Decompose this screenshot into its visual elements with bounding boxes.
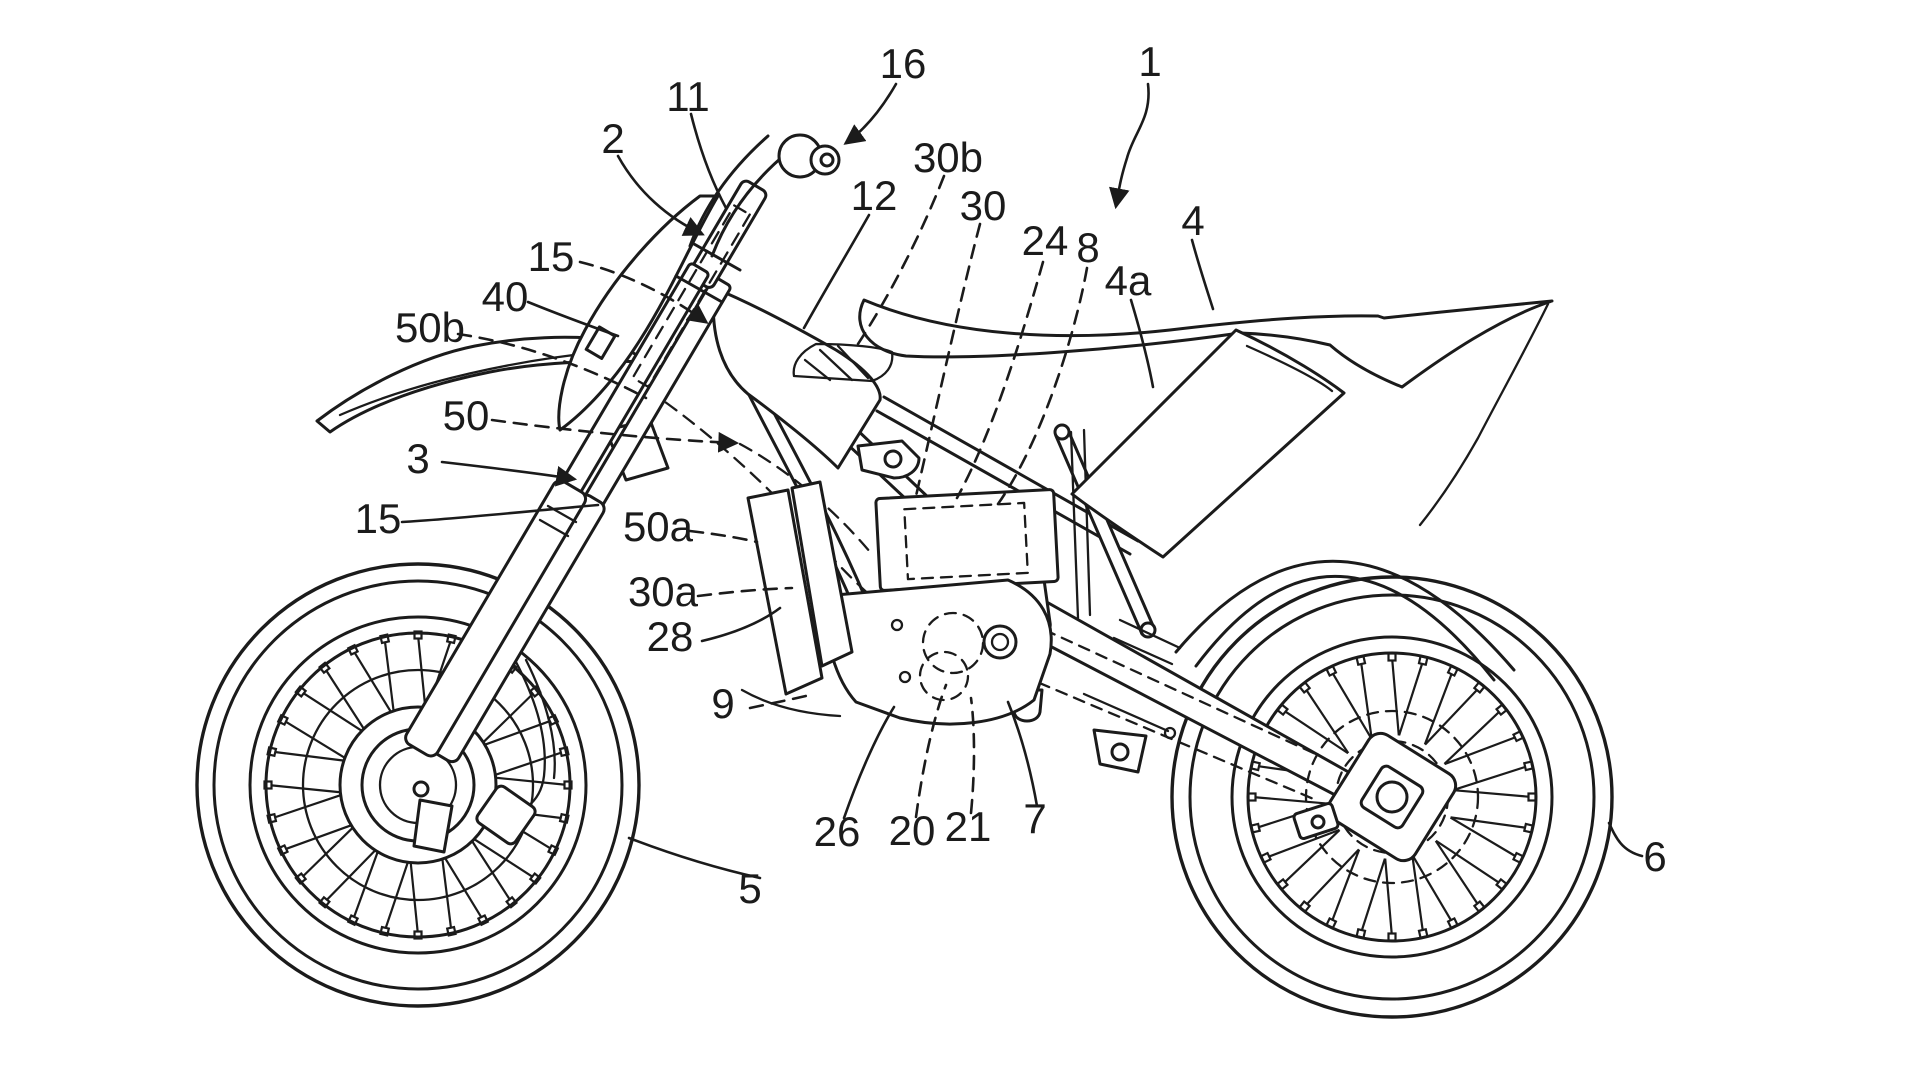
leader-5 bbox=[627, 836, 762, 880]
ref-label-11: 11 bbox=[666, 73, 710, 120]
ref-label-50a: 50a bbox=[623, 503, 694, 550]
leader-8 bbox=[996, 266, 1089, 506]
leader-28 bbox=[700, 606, 782, 643]
leader-12 bbox=[802, 213, 871, 330]
rear-fender bbox=[1174, 560, 1516, 682]
ref-label-28: 28 bbox=[647, 613, 694, 660]
ref-label-3: 3 bbox=[406, 435, 429, 482]
vent-slot bbox=[792, 342, 894, 383]
rear-hub bbox=[1292, 709, 1480, 885]
ref-label-30: 30 bbox=[960, 182, 1007, 229]
fork-slider-front bbox=[404, 479, 588, 758]
ref-label-30b: 30b bbox=[913, 134, 983, 181]
ref-label-4a: 4a bbox=[1105, 257, 1152, 304]
ref-label-8: 8 bbox=[1076, 224, 1099, 271]
ref-label-21: 21 bbox=[945, 803, 992, 850]
leader-9 bbox=[748, 692, 816, 710]
reference-labels: 16 1 11 2 30b 12 30 24 8 4a 4 15 40 50b … bbox=[355, 38, 1667, 912]
engine-guard bbox=[740, 480, 854, 718]
ref-label-50: 50 bbox=[443, 392, 490, 439]
seat bbox=[858, 298, 1554, 389]
leader-4a bbox=[1129, 298, 1155, 389]
leader-3 bbox=[440, 460, 578, 487]
ref-label-2: 2 bbox=[601, 115, 624, 162]
front-wheel bbox=[195, 562, 641, 1008]
leader-30b bbox=[856, 174, 946, 346]
ref-label-12: 12 bbox=[851, 172, 898, 219]
leader-21 bbox=[969, 696, 976, 815]
leader-15-lower bbox=[400, 503, 600, 524]
motor-circle-2 bbox=[918, 650, 970, 702]
ref-label-16: 16 bbox=[880, 40, 927, 87]
leader-50b bbox=[456, 332, 648, 400]
tail-trailing-edge bbox=[1418, 302, 1550, 527]
leader-24 bbox=[955, 260, 1045, 500]
ref-label-15-lower: 15 bbox=[355, 495, 402, 542]
linkage bbox=[1112, 618, 1182, 666]
rear-sprocket-circle bbox=[1304, 709, 1480, 885]
brake-disc bbox=[301, 668, 535, 902]
leader-7 bbox=[1006, 700, 1039, 808]
leader-lines bbox=[400, 82, 1644, 880]
leader-30a bbox=[696, 586, 794, 598]
leader-11 bbox=[689, 112, 728, 210]
seat-post-tube bbox=[1069, 428, 1092, 620]
bodywork-rear bbox=[858, 298, 1554, 559]
leader-30 bbox=[914, 222, 982, 498]
front-fork bbox=[404, 179, 768, 764]
rear-suspension bbox=[875, 395, 1182, 774]
ref-label-6: 6 bbox=[1643, 833, 1666, 880]
leader-6 bbox=[1607, 821, 1644, 858]
ref-label-9: 9 bbox=[711, 680, 734, 727]
front-number-plate bbox=[557, 194, 720, 432]
brake-rod bbox=[1082, 692, 1170, 733]
fork-slider-rear bbox=[432, 493, 606, 764]
battery-box bbox=[874, 488, 1060, 592]
front-sprocket bbox=[982, 624, 1018, 660]
leader-15-upper bbox=[578, 260, 709, 324]
engine bbox=[822, 578, 1053, 726]
ref-label-24: 24 bbox=[1022, 217, 1069, 264]
ref-label-26: 26 bbox=[814, 808, 861, 855]
drive-chain-lower bbox=[1002, 666, 1318, 802]
leader-26 bbox=[842, 705, 896, 820]
ref-label-7: 7 bbox=[1023, 795, 1046, 842]
ref-label-30a: 30a bbox=[628, 568, 699, 615]
handlebar bbox=[688, 133, 841, 258]
leader-40 bbox=[526, 300, 620, 338]
side-number-plate bbox=[1070, 328, 1346, 559]
ref-label-1: 1 bbox=[1138, 38, 1161, 85]
ref-label-4: 4 bbox=[1181, 197, 1204, 244]
ref-label-20: 20 bbox=[889, 807, 936, 854]
ref-label-40: 40 bbox=[482, 273, 529, 320]
leader-20 bbox=[914, 683, 948, 819]
axle-clamp bbox=[412, 798, 454, 854]
front-caliper bbox=[475, 784, 537, 846]
leader-50a bbox=[688, 529, 759, 544]
leader-4 bbox=[1190, 238, 1215, 311]
swingarm bbox=[1002, 594, 1362, 810]
battery-dashed-outline bbox=[903, 501, 1029, 581]
leader-16 bbox=[843, 82, 898, 145]
brake-hose bbox=[514, 658, 556, 809]
ref-label-15-upper: 15 bbox=[528, 233, 575, 280]
ref-label-50b: 50b bbox=[395, 304, 465, 351]
triple-clamp bbox=[674, 242, 742, 304]
leader-2 bbox=[616, 154, 705, 236]
leader-50 bbox=[490, 418, 740, 453]
drive-chain-upper bbox=[1008, 612, 1322, 758]
leader-1 bbox=[1109, 82, 1150, 210]
ref-label-5: 5 bbox=[738, 865, 761, 912]
steering-stem bbox=[631, 204, 751, 389]
